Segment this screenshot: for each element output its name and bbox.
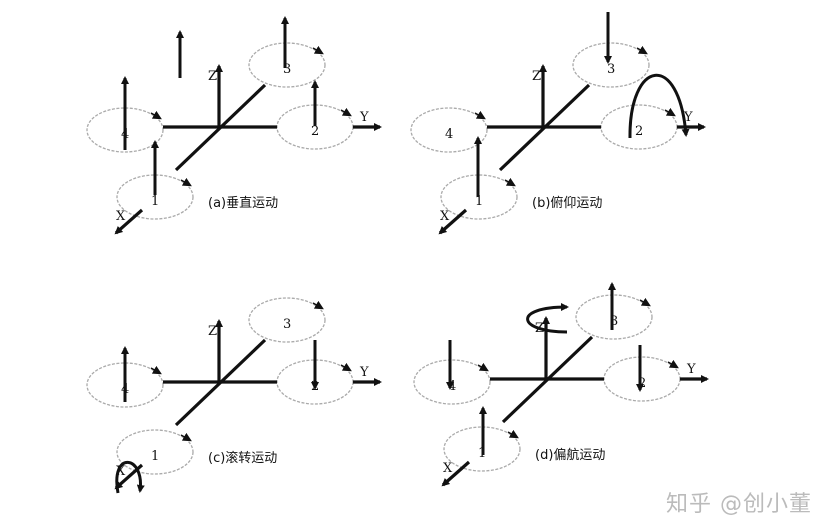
rotor-3: 3 xyxy=(572,42,650,88)
rotation-direction-icon xyxy=(340,362,352,372)
pitch-moment-arrow xyxy=(628,73,690,139)
rotor-3: 3 xyxy=(248,297,326,343)
rotor-2: 2 xyxy=(600,104,678,150)
x-axis-arrow xyxy=(438,208,468,235)
z-axis-label: Z xyxy=(532,69,541,84)
rotor-label: 3 xyxy=(283,62,291,77)
panel-caption: (c)滚转运动 xyxy=(208,450,277,466)
rotor-1: 1 xyxy=(116,174,194,220)
rotor-disc xyxy=(413,359,491,405)
rotor-disc xyxy=(410,107,488,153)
rotation-direction-icon xyxy=(180,432,192,442)
rotor-label: 1 xyxy=(475,194,483,209)
rotor-1: 1 xyxy=(116,429,194,475)
rotation-direction-icon xyxy=(667,359,679,369)
rotor-disc xyxy=(443,426,521,472)
panel-caption: (a)垂直运动 xyxy=(208,196,278,211)
rotation-direction-icon xyxy=(636,45,648,55)
rotor-4: 4 xyxy=(413,359,491,405)
rotor-disc xyxy=(248,297,326,343)
rotor-1: 1 xyxy=(440,174,518,220)
rotor-label: 4 xyxy=(445,127,453,142)
x-axis-label: X xyxy=(443,461,453,476)
rotor-3: 3 xyxy=(248,42,326,88)
rotor-2: 2 xyxy=(603,356,681,402)
rotor-label: 3 xyxy=(610,314,618,329)
rotor-label: 2 xyxy=(311,124,319,139)
rotation-direction-icon xyxy=(340,107,352,117)
watermark: 知乎 @创小董 xyxy=(666,492,812,517)
rotation-direction-icon xyxy=(507,429,519,439)
rotation-direction-icon xyxy=(150,110,162,120)
rotation-direction-icon xyxy=(477,362,489,372)
panel-caption: (b)俯仰运动 xyxy=(532,195,602,211)
arm-x xyxy=(174,338,267,427)
y-axis-label: Y xyxy=(686,362,696,377)
rotor-disc xyxy=(116,429,194,475)
rotation-direction-icon xyxy=(504,177,516,187)
rotation-direction-icon xyxy=(664,107,676,117)
rotor-label: 2 xyxy=(638,376,646,391)
rotation-direction-icon xyxy=(639,297,651,307)
rotor-disc xyxy=(248,42,326,88)
rotation-direction-icon xyxy=(150,365,162,375)
roll-moment-arrow xyxy=(115,461,145,494)
y-axis-label: Y xyxy=(359,365,369,380)
arm-x xyxy=(498,83,591,172)
rotation-direction-icon xyxy=(312,45,324,55)
arm-x xyxy=(174,83,267,172)
rotor-4: 4 xyxy=(410,107,488,153)
panel-b: 4 2 3 1 Z Y X (b)俯仰运动 xyxy=(410,12,706,235)
rotor-label: 1 xyxy=(151,449,159,464)
rotor-disc xyxy=(116,174,194,220)
rotor-label: 1 xyxy=(151,194,159,209)
rotor-label: 3 xyxy=(283,317,291,332)
rotor-disc xyxy=(86,107,164,153)
rotation-direction-icon xyxy=(312,300,324,310)
x-axis-label: X xyxy=(116,464,126,479)
y-axis-label: Y xyxy=(359,110,369,125)
rotation-direction-icon xyxy=(180,177,192,187)
rotor-disc xyxy=(86,362,164,408)
rotor-disc xyxy=(575,294,653,340)
rotor-label: 3 xyxy=(607,62,615,77)
x-axis-label: X xyxy=(116,209,126,224)
rotor-disc xyxy=(440,174,518,220)
x-axis-label: X xyxy=(440,209,450,224)
z-axis-label: Z xyxy=(208,324,217,339)
rotor-disc xyxy=(572,42,650,88)
arm-x xyxy=(501,335,594,424)
x-axis-arrow xyxy=(441,460,471,487)
rotor-label: 2 xyxy=(635,124,643,139)
y-axis-label: Y xyxy=(683,110,693,125)
rotor-3: 3 xyxy=(575,294,653,340)
panel-caption: (d)偏航运动 xyxy=(535,447,605,463)
x-axis-arrow xyxy=(114,208,144,235)
yaw-moment-arrow xyxy=(526,303,569,334)
rotation-direction-icon xyxy=(474,110,486,120)
z-axis-label: Z xyxy=(208,69,217,84)
